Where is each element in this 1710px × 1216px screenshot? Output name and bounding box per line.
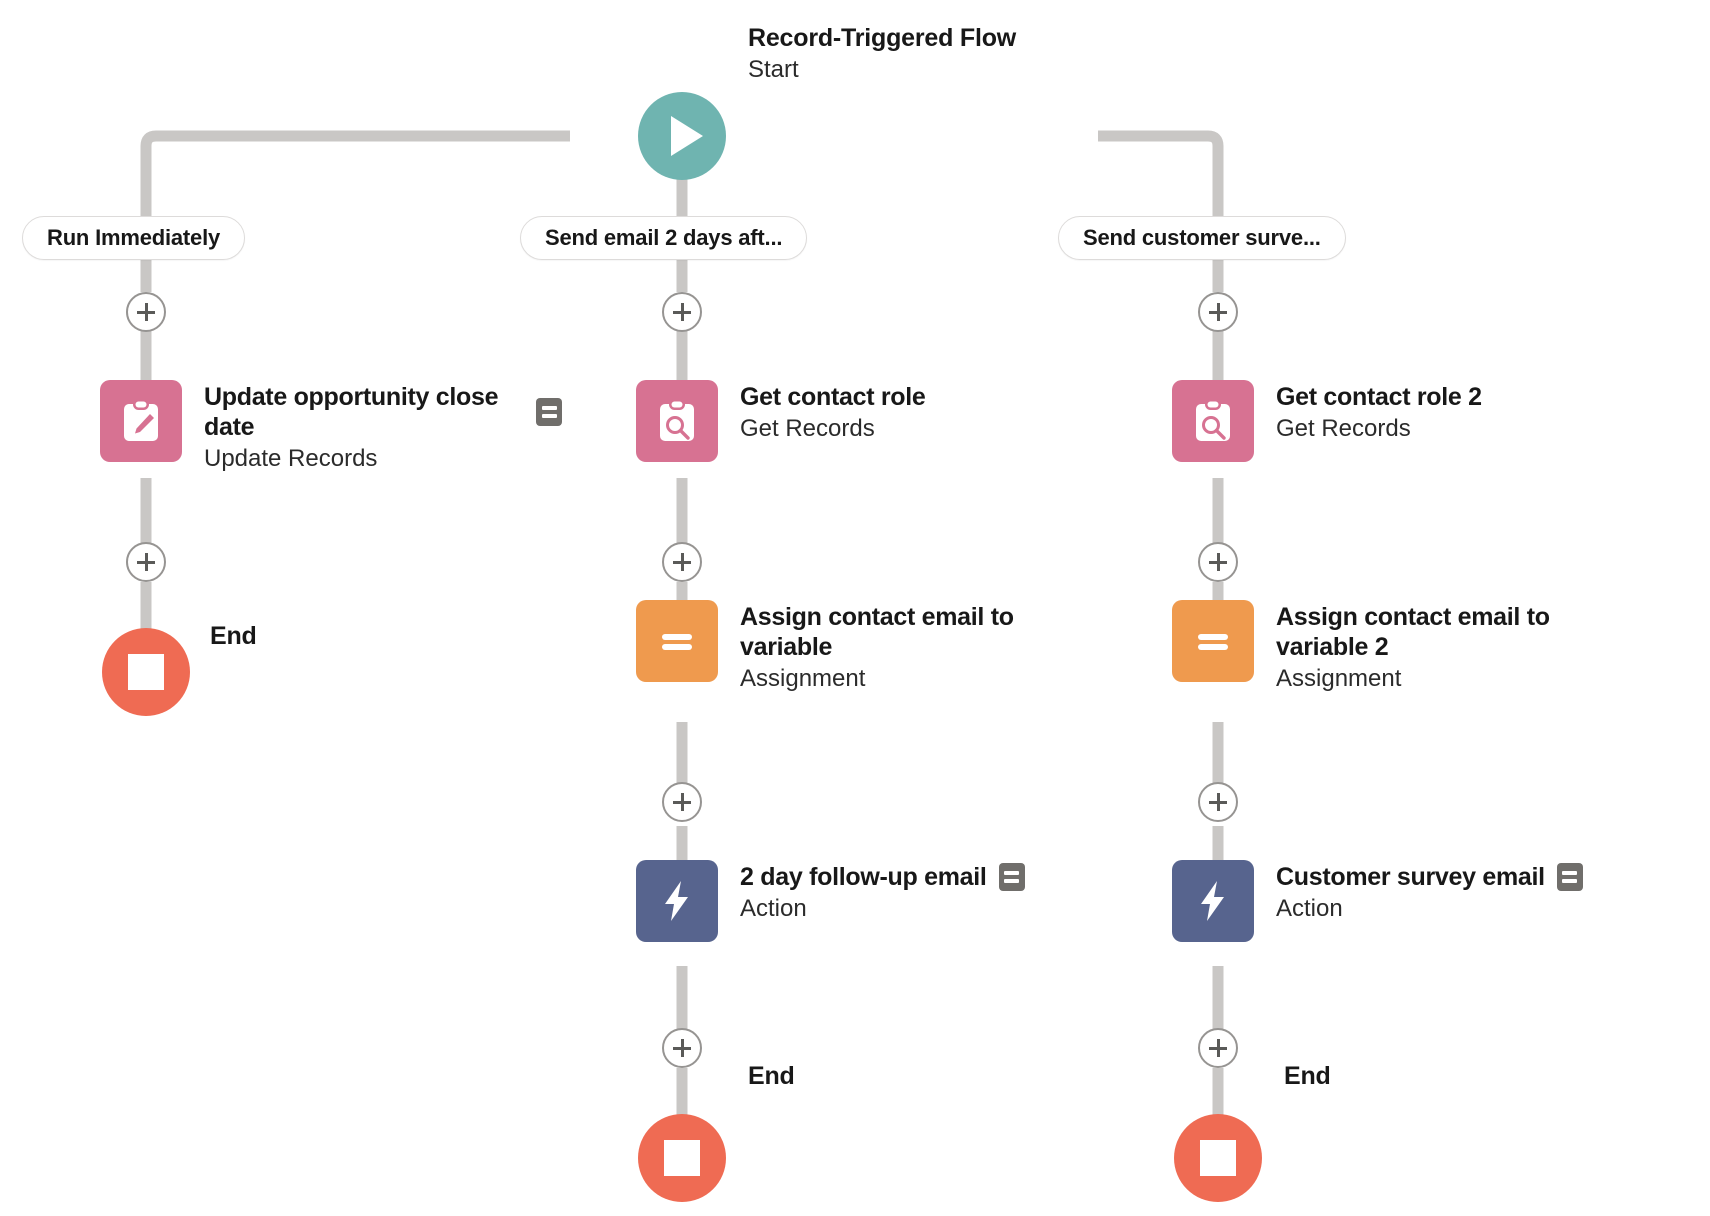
end-label-right: End [1284,1062,1331,1090]
add-element-button-mid-3[interactable] [662,782,702,822]
node-assign-contact-email-to-variable[interactable]: Assign contact email to variable Assignm… [636,600,1060,694]
flow-title: Record-Triggered Flow [748,24,1017,52]
node-assign-contact-email-to-variable-2[interactable]: Assign contact email to variable 2 Assig… [1172,600,1596,694]
node-get-contact-role[interactable]: Get contact role Get Records [636,380,926,462]
node-title: Customer survey email [1276,863,1545,891]
end-node-mid[interactable] [638,1114,726,1202]
node-subtitle: Action [1276,895,1343,922]
node-subtitle: Get Records [740,415,875,442]
node-update-opportunity-close-date[interactable]: Update opportunity close date Update Rec… [100,380,524,474]
node-title: Get contact role 2 [1276,383,1482,411]
node-subtitle: Update Records [204,445,378,472]
end-label-left: End [210,622,257,650]
add-element-button-left-2[interactable] [126,542,166,582]
assignment-icon [1172,600,1254,682]
add-element-button-mid-1[interactable] [662,292,702,332]
node-subtitle: Assignment [1276,665,1402,692]
start-node[interactable] [638,92,726,180]
update-records-icon [100,380,182,462]
node-subtitle: Get Records [1276,415,1411,442]
play-icon [670,116,703,156]
end-node-left[interactable] [102,628,190,716]
node-title: Get contact role [740,383,926,411]
note-icon-2-day-follow-up-email[interactable] [998,863,1025,891]
node-subtitle: Assignment [740,665,866,692]
node-customer-survey-email[interactable]: Customer survey email Action [1172,860,1583,942]
branch-label-send-customer-survey[interactable]: Send customer surve... [1058,216,1346,260]
add-element-button-mid-4[interactable] [662,1028,702,1068]
add-element-button-right-3[interactable] [1198,782,1238,822]
node-2-day-follow-up-email[interactable]: 2 day follow-up email Action [636,860,1025,942]
add-element-button-left-1[interactable] [126,292,166,332]
node-subtitle: Action [740,895,807,922]
node-get-contact-role-2[interactable]: Get contact role 2 Get Records [1172,380,1482,462]
end-node-right[interactable] [1174,1114,1262,1202]
assignment-icon [636,600,718,682]
note-icon-update-opportunity-close-date[interactable] [536,398,562,426]
get-records-icon [636,380,718,462]
stop-icon [128,654,164,690]
add-element-button-right-4[interactable] [1198,1028,1238,1068]
branch-label-run-immediately[interactable]: Run Immediately [22,216,246,260]
add-element-button-right-2[interactable] [1198,542,1238,582]
node-title: Assign contact email to variable 2 [1276,603,1550,661]
stop-icon [1200,1140,1236,1176]
add-element-button-right-1[interactable] [1198,292,1238,332]
get-records-icon [1172,380,1254,462]
stop-icon [664,1140,700,1176]
note-icon-customer-survey-email[interactable] [1556,863,1583,891]
node-title: Update opportunity close date [204,383,499,441]
branch-label-send-email-2-days[interactable]: Send email 2 days aft... [520,216,808,260]
add-element-button-mid-2[interactable] [662,542,702,582]
flow-start-subtitle: Start [748,56,799,83]
action-icon [1172,860,1254,942]
end-label-mid: End [748,1062,795,1090]
node-title: Assign contact email to variable [740,603,1014,661]
action-icon [636,860,718,942]
node-title: 2 day follow-up email [740,863,987,891]
